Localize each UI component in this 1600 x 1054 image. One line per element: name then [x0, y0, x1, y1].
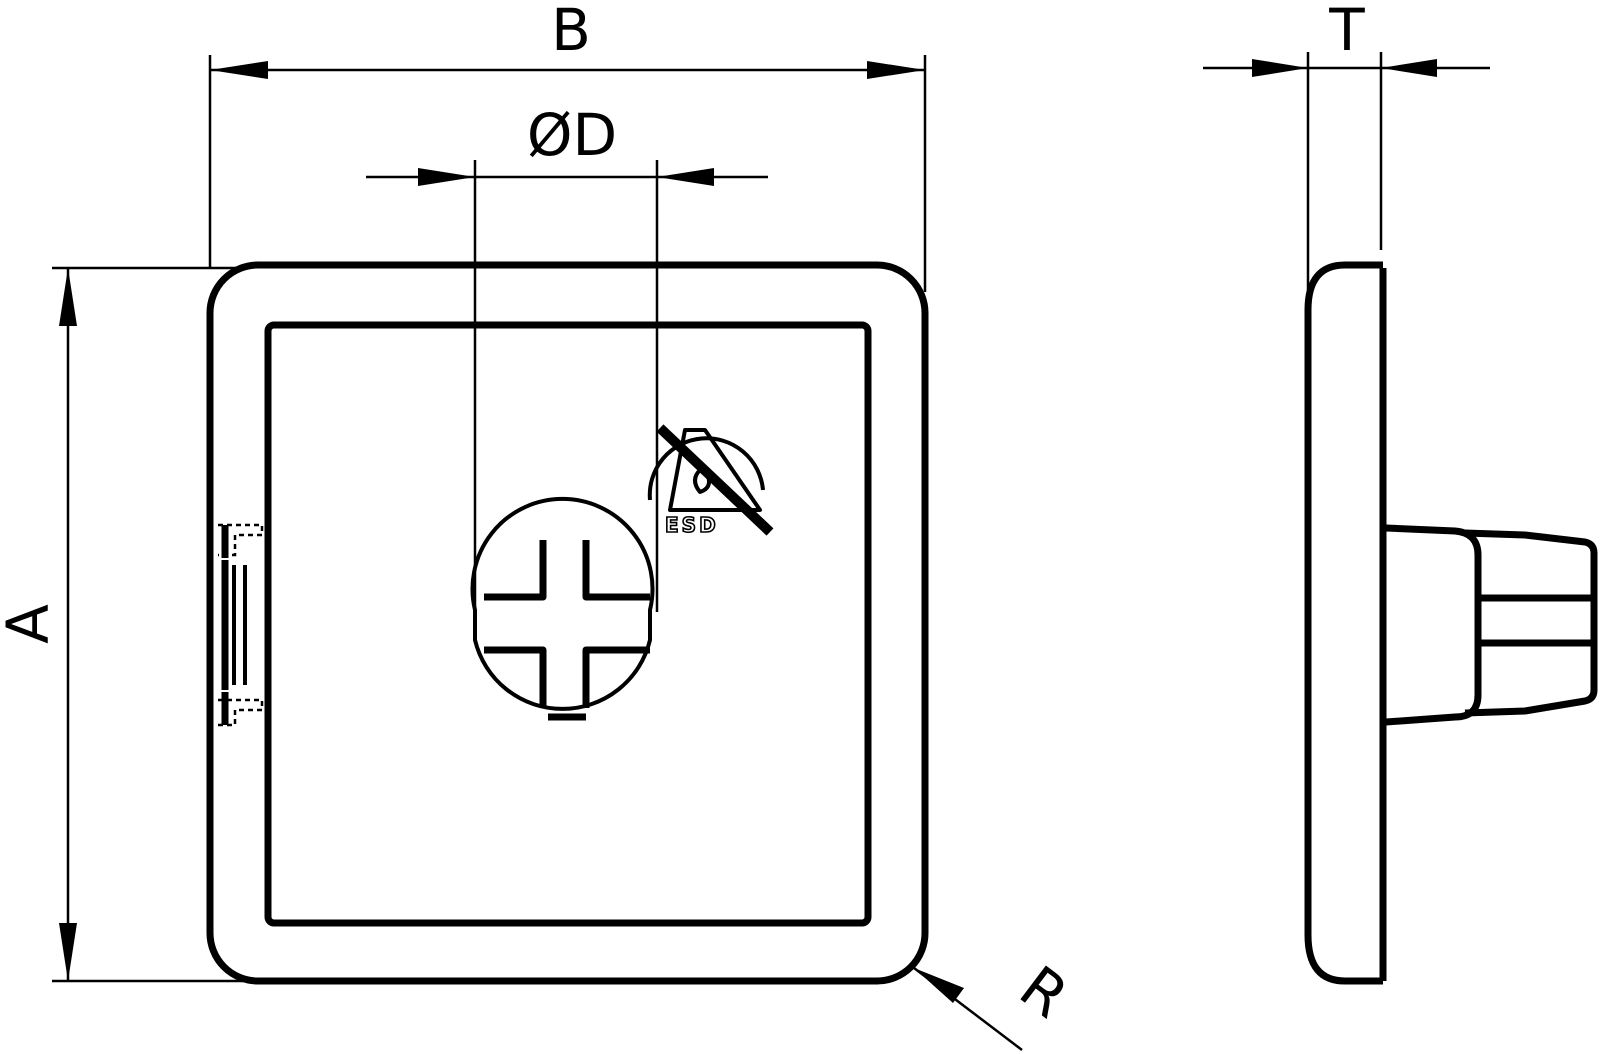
side-plug	[1385, 524, 1598, 726]
dimension-label-r: R	[1007, 953, 1080, 1032]
arrow-icon	[1381, 59, 1437, 77]
dimension-b: B	[208, 0, 927, 292]
arrow-icon	[59, 268, 77, 326]
dimension-label-t: T	[1328, 0, 1365, 64]
dimension-r: R	[913, 953, 1081, 1051]
dimension-label-d: ØD	[527, 101, 617, 169]
arrow-icon	[210, 61, 268, 79]
dimension-t: T	[1203, 0, 1490, 296]
arrow-icon	[867, 61, 925, 79]
dimension-a: A	[0, 266, 245, 983]
arrow-icon	[1252, 59, 1308, 77]
side-plate-outline	[1304, 261, 1383, 985]
cross-hub	[470, 496, 655, 721]
dimension-label-a: A	[0, 604, 62, 644]
inner-face-outline	[264, 321, 872, 927]
arrow-icon	[914, 968, 964, 1003]
esd-label: ESD	[665, 513, 719, 537]
outer-plate-outline	[206, 261, 929, 985]
side-view	[1304, 261, 1598, 985]
warning-triangle-icon	[668, 428, 762, 512]
esd-symbol: ESD	[647, 424, 774, 538]
arrow-icon	[59, 923, 77, 981]
arrow-icon	[418, 168, 475, 186]
esd-strike-line	[656, 424, 774, 536]
arrow-icon	[657, 168, 714, 186]
dimension-label-b: B	[551, 0, 591, 64]
side-clip-detail	[218, 523, 264, 727]
front-view: ESD	[206, 261, 929, 985]
esd-arc	[647, 436, 765, 501]
dimension-d: ØD	[366, 101, 768, 612]
